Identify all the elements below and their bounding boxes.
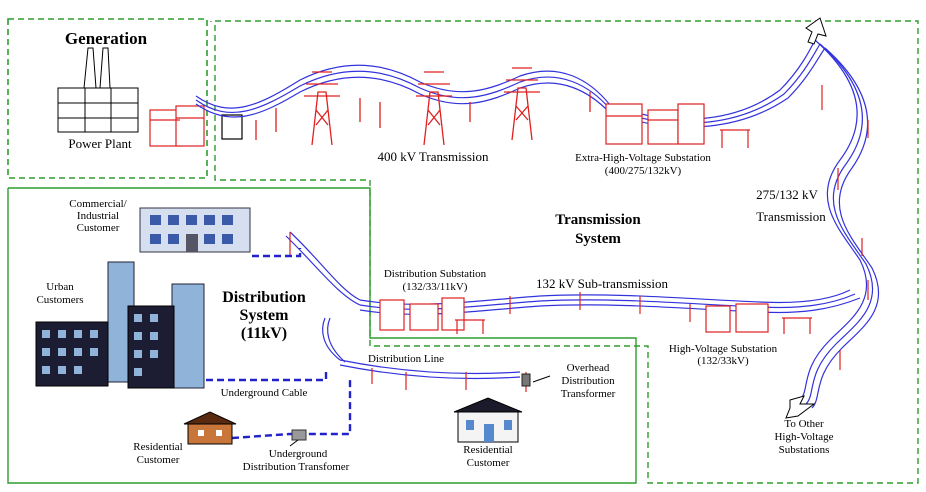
urban-label-1: Urban: [46, 281, 74, 293]
generation-title: Generation: [64, 29, 148, 48]
residential-right-label-2: Customer: [466, 457, 510, 469]
ehv-substation-label: Extra-High-Voltage Substation: [575, 152, 711, 164]
underground-cables: [206, 248, 352, 440]
distribution-system-title-2: System: [239, 307, 289, 324]
transmission-region: [214, 20, 919, 484]
power-plant-label: Power Plant: [68, 136, 132, 151]
right-poles: [821, 85, 869, 370]
urban-buildings-icon: [35, 261, 205, 389]
transmission-towers: [255, 67, 591, 146]
distribution-system-title-3: (11kV): [240, 325, 288, 342]
commercial-label-2: Industrial: [76, 210, 120, 222]
other-hv-label-1: To Other: [784, 418, 824, 430]
ug-transformer-label-2: Distribution Transfomer: [242, 461, 350, 473]
transmission-275-label: Transmission: [756, 209, 826, 224]
overhead-label-1: Overhead: [566, 362, 610, 374]
hv-substation-label: High-Voltage Substation: [668, 343, 778, 355]
residential-left-label-2: Customer: [136, 454, 180, 466]
tower-3: [504, 67, 540, 141]
transmission-400-label: 400 kV Transmission: [377, 149, 489, 164]
arrow-down-icon: [785, 395, 816, 419]
distribution-system-title-1: Distribution: [222, 289, 306, 306]
underground-cable-label: Underground Cable: [220, 387, 308, 399]
overhead-label-3: Transformer: [560, 388, 616, 400]
arrow-up-icon: [805, 17, 827, 45]
hv-substation-icon: [705, 303, 812, 334]
commercial-label-3: Customer: [76, 222, 120, 234]
commercial-label-1: Commercial/: [69, 198, 127, 210]
transmission-system-title-2: System: [575, 231, 621, 247]
ug-transformer-icon: [291, 429, 307, 441]
ug-transformer-label-1: Underground: [268, 448, 328, 460]
ehv-substation-kv: (400/275/132kV): [604, 165, 682, 177]
residential-left-label-1: Residential: [133, 441, 183, 453]
ug-transformer-pointer: [289, 439, 299, 447]
commercial-building-icon: [139, 207, 251, 253]
overhead-transformer-icon: [521, 373, 551, 387]
other-hv-label-2: High-Voltage: [774, 431, 834, 443]
tower-2: [416, 71, 452, 146]
house-right-icon: [453, 397, 523, 443]
house-left-icon: [183, 411, 237, 445]
residential-right-label-1: Residential: [463, 444, 513, 456]
overhead-label-2: Distribution: [561, 375, 615, 387]
dist-substation-label: Distribution Substation: [383, 268, 487, 280]
power-plant-icon: [57, 47, 139, 133]
tower-1: [304, 71, 340, 146]
subtransmission-132-label: 132 kV Sub-transmission: [536, 276, 668, 291]
ehv-substation-icon: [605, 103, 750, 148]
transmission-275-kv-label: 275/132 kV: [756, 187, 818, 202]
generator-transformer-icon: [149, 105, 243, 147]
distribution-line-label: Distribution Line: [367, 353, 445, 365]
subtransmission-poles: [289, 232, 691, 392]
urban-label-2: Customers: [36, 294, 84, 306]
distribution-substation-icon: [379, 297, 485, 334]
other-hv-label-3: Substations: [778, 444, 830, 456]
transmission-system-title-1: Transmission: [555, 212, 641, 228]
distribution-region: [7, 187, 637, 484]
dist-substation-kv: (132/33/11kV): [402, 281, 468, 293]
hv-substation-kv: (132/33kV): [697, 355, 749, 367]
